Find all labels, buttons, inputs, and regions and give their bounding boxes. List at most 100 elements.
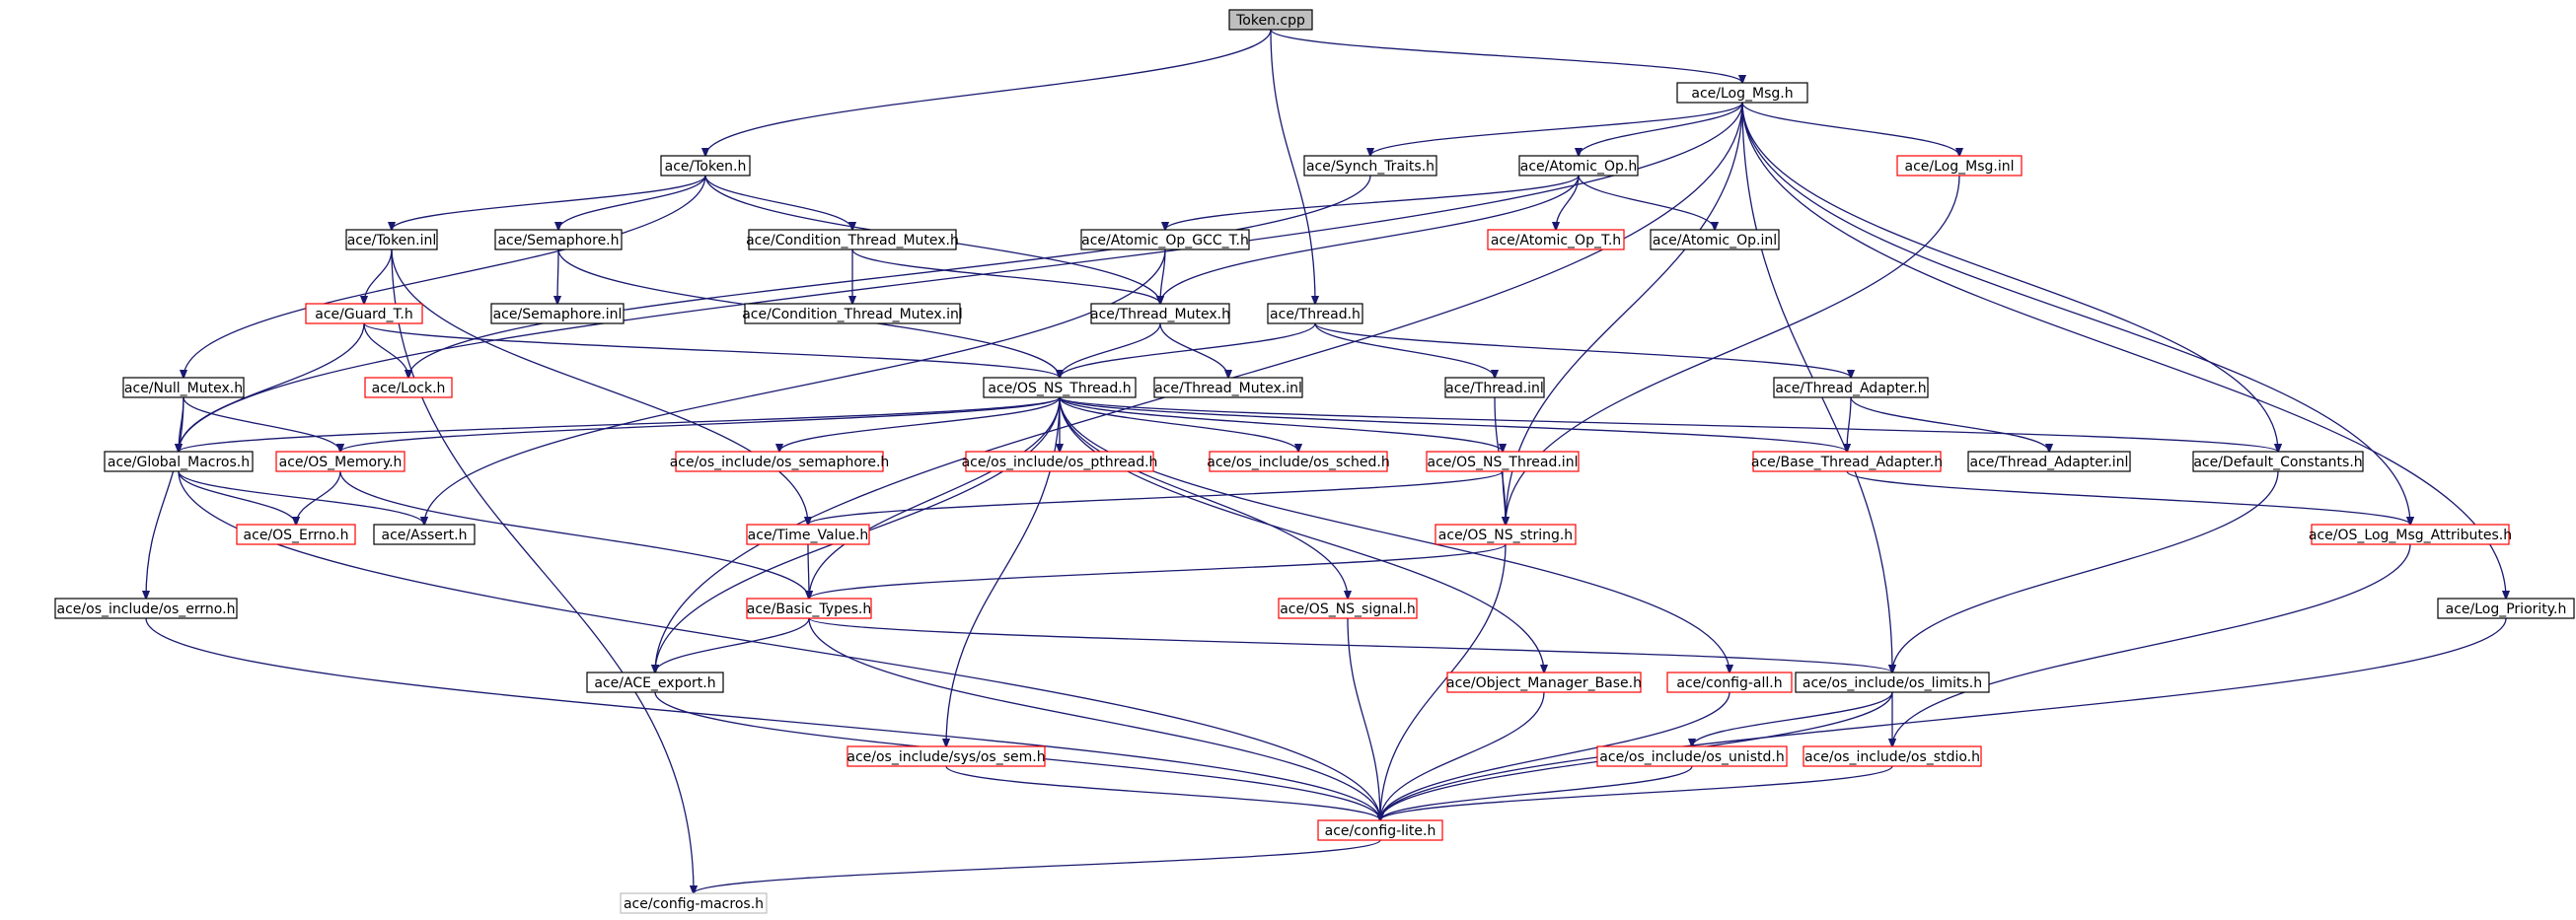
node-box[interactable] [1090,303,1230,324]
node-atomic_op_h[interactable]: ace/Atomic_Op.h [1518,155,1639,177]
node-lock_h[interactable]: ace/Lock.h [364,377,453,398]
node-thread_adapter_inl[interactable]: ace/Thread_Adapter.inl [1967,451,2131,472]
node-os_unistd_h[interactable]: ace/os_include/os_unistd.h [1596,745,1788,767]
node-cond_thread_mutex_h[interactable]: ace/Condition_Thread_Mutex.h [746,229,959,250]
node-box[interactable] [1795,672,1990,693]
node-box[interactable] [104,451,254,472]
node-box[interactable] [1773,377,1929,398]
node-box[interactable] [1435,524,1577,545]
node-config_lite_h[interactable]: ace/config-lite.h [1317,819,1443,841]
node-box[interactable] [1153,377,1303,398]
node-cond_thread_mutex_inl[interactable]: ace/Condition_Thread_Mutex.inl [742,303,963,324]
node-box[interactable] [305,303,423,324]
node-box[interactable] [373,524,476,545]
node-os_log_msg_attr_h[interactable]: ace/OS_Log_Msg_Attributes.h [2309,524,2512,545]
node-assert_h[interactable]: ace/Assert.h [373,524,476,545]
node-os_semaphore_h[interactable]: ace/os_include/os_semaphore.h [670,451,890,472]
node-config_all_h[interactable]: ace/config-all.h [1666,672,1793,693]
node-box[interactable] [1209,451,1388,472]
node-os_include_errno_h[interactable]: ace/os_include/os_errno.h [54,598,238,619]
node-null_mutex_h[interactable]: ace/Null_Mutex.h [122,377,245,398]
node-box[interactable] [1446,672,1642,693]
node-box[interactable] [983,377,1137,398]
node-box[interactable] [2437,598,2575,619]
node-box[interactable] [1803,745,1982,767]
node-time_value_h[interactable]: ace/Time_Value.h [746,524,870,545]
node-token_cpp[interactable]: Token.cpp [1228,9,1313,31]
node-box[interactable] [1228,9,1313,31]
node-box[interactable] [746,524,870,545]
node-box[interactable] [364,377,453,398]
node-box[interactable] [1896,155,2023,177]
node-box[interactable] [494,229,623,250]
node-thread_mutex_inl[interactable]: ace/Thread_Mutex.inl [1153,377,1303,398]
node-box[interactable] [586,672,724,693]
node-box[interactable] [2311,524,2510,545]
node-os_sem_h[interactable]: ace/os_include/sys/os_sem.h [846,745,1046,767]
node-synch_traits_h[interactable]: ace/Synch_Traits.h [1303,155,1437,177]
node-box[interactable] [1267,303,1363,324]
node-box[interactable] [620,892,768,914]
node-guard_t_h[interactable]: ace/Guard_T.h [305,303,423,324]
node-global_macros_h[interactable]: ace/Global_Macros.h [104,451,254,472]
node-os_ns_string_h[interactable]: ace/OS_NS_string.h [1435,524,1577,545]
node-default_constants_h[interactable]: ace/Default_Constants.h [2192,451,2364,472]
node-box[interactable] [1080,229,1250,250]
node-os_stdio_h[interactable]: ace/os_include/os_stdio.h [1803,745,1982,767]
node-box[interactable] [744,303,961,324]
node-atomic_op_inl[interactable]: ace/Atomic_Op.inl [1650,229,1780,250]
node-box[interactable] [54,598,238,619]
node-os_sched_h[interactable]: ace/os_include/os_sched.h [1207,451,1390,472]
node-box[interactable] [1303,155,1437,177]
node-thread_mutex_h[interactable]: ace/Thread_Mutex.h [1090,303,1230,324]
node-atomic_op_gcc_t_h[interactable]: ace/Atomic_Op_GCC_T.h [1080,229,1250,250]
node-ace_export_h[interactable]: ace/ACE_export.h [586,672,724,693]
node-os_ns_signal_h[interactable]: ace/OS_NS_signal.h [1278,598,1418,619]
node-box[interactable] [1967,451,2131,472]
node-box[interactable] [1676,82,1808,104]
node-box[interactable] [1317,819,1443,841]
node-log_msg_inl[interactable]: ace/Log_Msg.inl [1896,155,2023,177]
node-thread_inl[interactable]: ace/Thread.inl [1444,377,1545,398]
node-box[interactable] [1666,672,1793,693]
node-log_priority_h[interactable]: ace/Log_Priority.h [2437,598,2575,619]
node-config_macros_h[interactable]: ace/config-macros.h [620,892,768,914]
node-atomic_op_t_h[interactable]: ace/Atomic_Op_T.h [1487,229,1625,250]
node-box[interactable] [1444,377,1545,398]
node-box[interactable] [1278,598,1418,619]
node-box[interactable] [2192,451,2364,472]
node-object_manager_base_h[interactable]: ace/Object_Manager_Base.h [1446,672,1642,693]
node-box[interactable] [236,524,356,545]
node-os_memory_h[interactable]: ace/OS_Memory.h [275,451,405,472]
node-box[interactable] [275,451,405,472]
node-basic_types_h[interactable]: ace/Basic_Types.h [746,598,872,619]
node-token_inl[interactable]: ace/Token.inl [345,229,438,250]
node-os_errno_h_ace[interactable]: ace/OS_Errno.h [236,524,356,545]
node-box[interactable] [122,377,245,398]
node-thread_h[interactable]: ace/Thread.h [1267,303,1363,324]
node-box[interactable] [1487,229,1625,250]
node-box[interactable] [1650,229,1780,250]
node-box[interactable] [660,155,751,177]
node-box[interactable] [1426,451,1580,472]
node-os_pthread_h[interactable]: ace/os_include/os_pthread.h [962,451,1158,472]
node-os_ns_thread_h[interactable]: ace/OS_NS_Thread.h [983,377,1137,398]
node-thread_adapter_h[interactable]: ace/Thread_Adapter.h [1773,377,1929,398]
node-box[interactable] [345,229,438,250]
node-box[interactable] [490,303,625,324]
node-box[interactable] [748,229,957,250]
node-semaphore_inl[interactable]: ace/Semaphore.inl [490,303,625,324]
node-box[interactable] [965,451,1154,472]
node-os_ns_thread_inl[interactable]: ace/OS_NS_Thread.inl [1426,451,1580,472]
node-os_limits_h[interactable]: ace/os_include/os_limits.h [1795,672,1990,693]
node-log_msg_h[interactable]: ace/Log_Msg.h [1676,82,1808,104]
node-box[interactable] [1752,451,1942,472]
node-box[interactable] [675,451,884,472]
node-token_h[interactable]: ace/Token.h [660,155,751,177]
node-box[interactable] [1596,745,1788,767]
node-base_thread_adapter_h[interactable]: ace/Base_Thread_Adapter.h [1751,451,1943,472]
node-box[interactable] [1518,155,1639,177]
node-box[interactable] [846,745,1046,767]
node-box[interactable] [746,598,872,619]
node-semaphore_h[interactable]: ace/Semaphore.h [494,229,623,250]
